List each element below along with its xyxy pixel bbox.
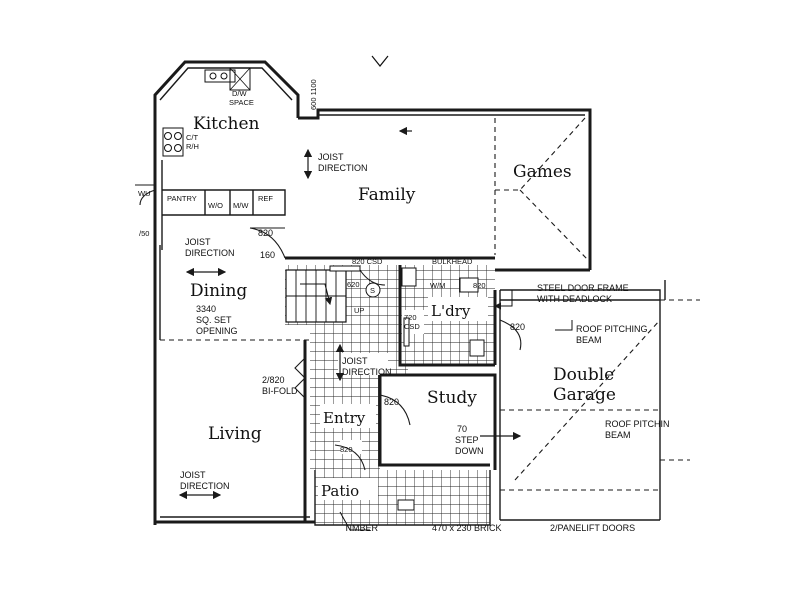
sq-set-2: SQ. SET: [196, 315, 232, 325]
dw-space-label: D/W: [232, 89, 248, 98]
s-symbol: S: [370, 286, 375, 295]
sq-set-3: OPENING: [196, 326, 238, 336]
room-games: Games: [513, 162, 572, 182]
pantry-label: PANTRY: [167, 194, 197, 203]
joist-living-2: DIRECTION: [180, 481, 230, 491]
csd-820: 820 CSD: [352, 257, 383, 266]
bifold-2: BI-FOLD: [262, 386, 298, 396]
joist-family-1: JOIST: [318, 152, 344, 162]
dashed-lines: [160, 117, 700, 491]
roof-beam-1b: BEAM: [576, 335, 602, 345]
wm-label: W/M: [430, 281, 445, 290]
bulkhead-label: BULKHEAD: [432, 257, 473, 266]
mw-label: M/W: [233, 201, 249, 210]
joist-dining-2: DIRECTION: [185, 248, 235, 258]
room-dining: Dining: [190, 281, 247, 301]
door-820-kitchen: 820: [258, 228, 273, 238]
step-2: STEP: [455, 435, 479, 445]
staircase: [285, 269, 347, 323]
dim-160: 160: [260, 250, 275, 260]
room-laundry: L'dry: [431, 302, 471, 320]
bifold-1: 2/820: [262, 375, 285, 385]
csd-720-2: CSD: [404, 322, 420, 331]
room-garage: Garage: [553, 385, 616, 405]
up-label: UP: [354, 306, 364, 315]
exterior-walls: [153, 60, 666, 526]
joist-family-2: DIRECTION: [318, 163, 368, 173]
door-620: 620: [347, 280, 360, 289]
steel-door-2: WITH DEADLOCK: [537, 294, 612, 304]
ct-label: C/T: [186, 133, 199, 142]
dim-600-1100: 600 1100: [309, 79, 318, 110]
steel-door-1: STEEL DOOR FRAME: [537, 283, 629, 293]
ref-label: REF: [258, 194, 273, 203]
door-820-wm: 820: [473, 281, 486, 290]
joist-dining-1: JOIST: [185, 237, 211, 247]
annotations: D/W SPACE 600 1100 C/T R/H PANTRY W/O M/…: [138, 79, 670, 533]
dw-space-label-2: SPACE: [229, 98, 254, 107]
wu-label: WU: [138, 189, 151, 198]
joist-entry-2: DIRECTION: [342, 367, 392, 377]
joist-arrows: [178, 55, 573, 531]
door-820-entry: 820: [340, 445, 353, 454]
roof-beam-2a: ROOF PITCHIN: [605, 419, 670, 429]
panelift-label: 2/PANELIFT DOORS: [550, 523, 635, 533]
sq-set-1: 3340: [196, 304, 216, 314]
roof-beam-1a: ROOF PITCHING: [576, 324, 648, 334]
room-entry: Entry: [323, 409, 366, 427]
doors: [135, 184, 522, 471]
room-double: Double: [553, 365, 614, 385]
joist-entry-1: JOIST: [342, 356, 368, 366]
csd-720-1: 720: [404, 313, 417, 322]
door-820-garage: 820: [510, 322, 525, 332]
label-backgrounds: [318, 297, 488, 500]
step-1: 70: [457, 424, 467, 434]
room-kitchen: Kitchen: [193, 114, 259, 134]
room-living: Living: [208, 424, 262, 444]
fifty-label: /50: [139, 229, 149, 238]
wo-label: W/O: [208, 201, 223, 210]
room-study: Study: [427, 388, 477, 408]
laundry-fixtures: [365, 267, 485, 511]
room-family: Family: [358, 185, 416, 205]
rh-label: R/H: [186, 142, 199, 151]
step-3: DOWN: [455, 446, 484, 456]
room-patio: Patio: [321, 482, 359, 500]
kitchen-fittings: [161, 67, 286, 250]
joist-living-1: JOIST: [180, 470, 206, 480]
timber-label: TIMBER: [344, 523, 379, 533]
brick-pier-label: 470 x 230 BRICK: [432, 523, 502, 533]
roof-beam-2b: BEAM: [605, 430, 631, 440]
door-820-study: 820: [384, 397, 399, 407]
